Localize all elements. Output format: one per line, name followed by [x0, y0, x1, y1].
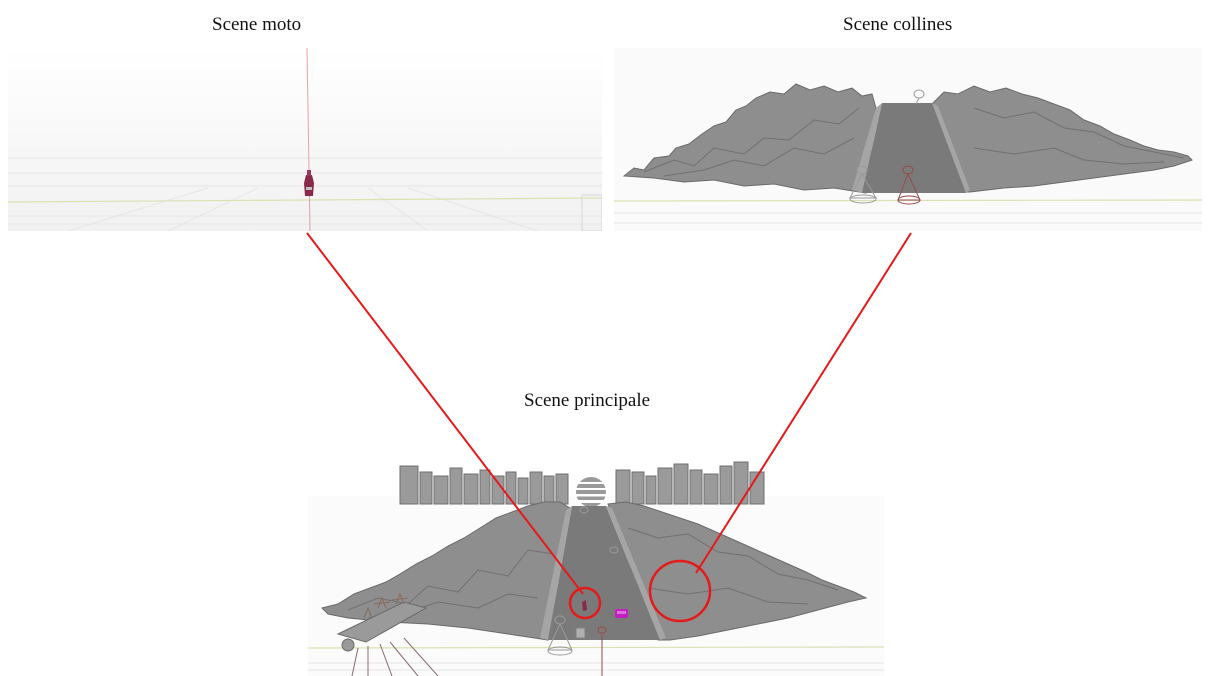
floor-grid [8, 157, 602, 231]
city-skyline [399, 461, 765, 505]
hill-right [931, 85, 1193, 193]
viewport-scene-collines [614, 48, 1202, 231]
road [862, 103, 966, 193]
connector-line-moto [306, 232, 584, 595]
x-axis-line [308, 646, 884, 649]
light-rays [351, 637, 439, 676]
road [548, 506, 660, 640]
connector-line-collines [695, 232, 912, 574]
title-scene-collines: Scene collines [843, 14, 953, 35]
terrain-texture [643, 107, 1185, 177]
x-axis-line [8, 197, 602, 203]
road-edge-right [932, 103, 970, 193]
motorcycle-model-icon [304, 170, 314, 196]
box-object [575, 627, 586, 639]
side-platform [336, 601, 428, 643]
road-edge-left [852, 103, 882, 193]
floor-grid [614, 212, 1202, 224]
highlight-circle-collines [648, 559, 712, 623]
y-axis-line [306, 48, 311, 231]
motorcycle-model-icon [582, 600, 587, 611]
viewport-scene-principale [308, 458, 884, 676]
hill-left [321, 501, 571, 641]
tree-models [363, 592, 409, 619]
striped-sun-icon [574, 477, 608, 507]
road-edge-left [540, 506, 572, 640]
sphere-object [341, 638, 355, 652]
camera-frustum-icon [849, 89, 925, 204]
camera-frustum-icon [897, 165, 921, 205]
road-edge-right [606, 506, 666, 640]
title-scene-principale: Scene principale [524, 390, 651, 411]
camera-frustum-icon [597, 626, 607, 676]
highlight-circle-moto [568, 586, 602, 620]
camera-frustum-icon [547, 506, 619, 656]
title-scene-moto: Scene moto [212, 14, 302, 35]
floor-grid [308, 662, 884, 671]
viewport-scene-moto [8, 48, 602, 231]
viewport-corner-widget [581, 194, 602, 231]
hill-left [622, 83, 877, 194]
car-model-icon [615, 609, 628, 618]
